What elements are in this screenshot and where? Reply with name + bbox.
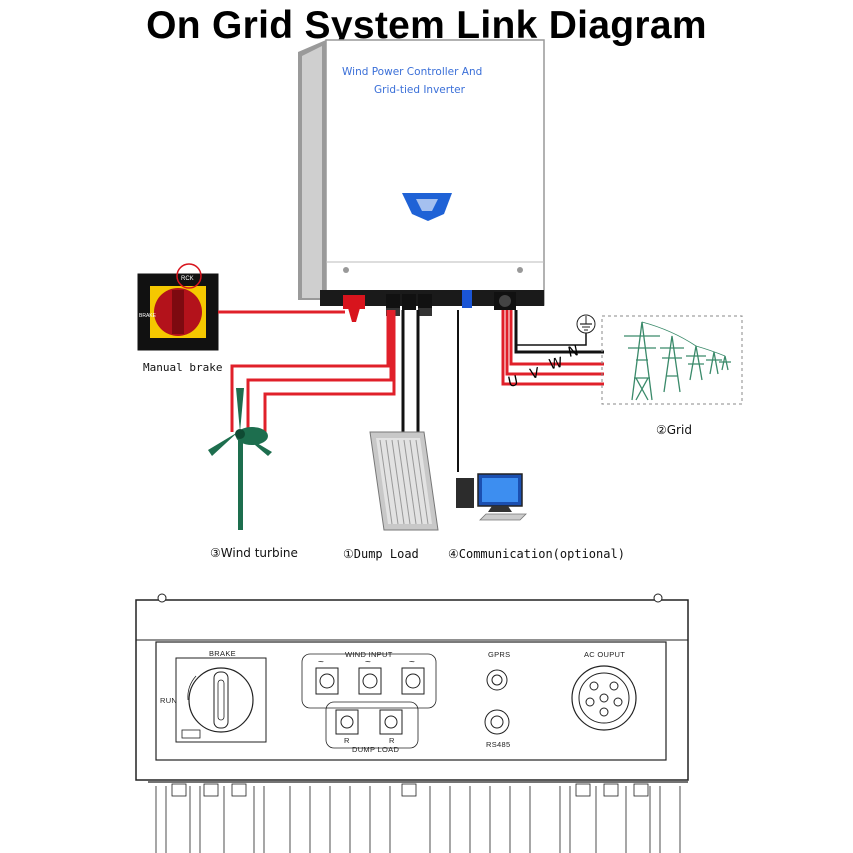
inverter-connectors xyxy=(343,290,516,322)
brake-side-label: BRAKE xyxy=(139,313,157,319)
manual-brake-switch: RCK BRAKE xyxy=(137,263,219,351)
panel-dump-load-label: DUMP LOAD xyxy=(352,745,400,754)
caption-wind-turbine: ③Wind turbine xyxy=(210,546,298,560)
caption-dump-load: ①Dump Load xyxy=(343,547,419,561)
panel-r2-label: R xyxy=(389,736,395,745)
dump-load-icon xyxy=(369,431,439,531)
panel-gprs-label: GPRS xyxy=(488,650,511,659)
wiring xyxy=(218,310,604,472)
ground-icon xyxy=(576,314,596,334)
panel-ac-output-label: AC OUPUT xyxy=(584,650,626,659)
tilde-1-icon: ~ xyxy=(318,657,325,668)
caption-grid: ②Grid xyxy=(656,423,692,437)
panel-run-label: RUN xyxy=(160,696,178,705)
caption-communication: ④Communication(optional) xyxy=(448,547,625,561)
wind-turbine-icon xyxy=(208,388,272,530)
phase-w-label: W xyxy=(547,354,565,374)
tilde-3-icon: ~ xyxy=(409,657,416,668)
inverter-label-line2: Grid-tied Inverter xyxy=(374,84,465,96)
panel-rs485-label: RS485 xyxy=(486,740,511,749)
computer-icon xyxy=(456,473,527,521)
caption-manual-brake: Manual brake xyxy=(143,361,223,374)
brake-switch-label: RCK xyxy=(181,276,194,282)
inverter-label-line1: Wind Power Controller And xyxy=(342,66,483,78)
panel-r1-label: R xyxy=(344,736,350,745)
panel-wind-input-label: WIND INPUT xyxy=(345,650,393,659)
panel-brake-label: BRAKE xyxy=(209,649,236,658)
tilde-2-icon: ~ xyxy=(365,657,372,668)
transmission-tower-icon xyxy=(624,321,731,401)
inverter-unit xyxy=(298,39,545,306)
connector-panel xyxy=(135,593,689,853)
